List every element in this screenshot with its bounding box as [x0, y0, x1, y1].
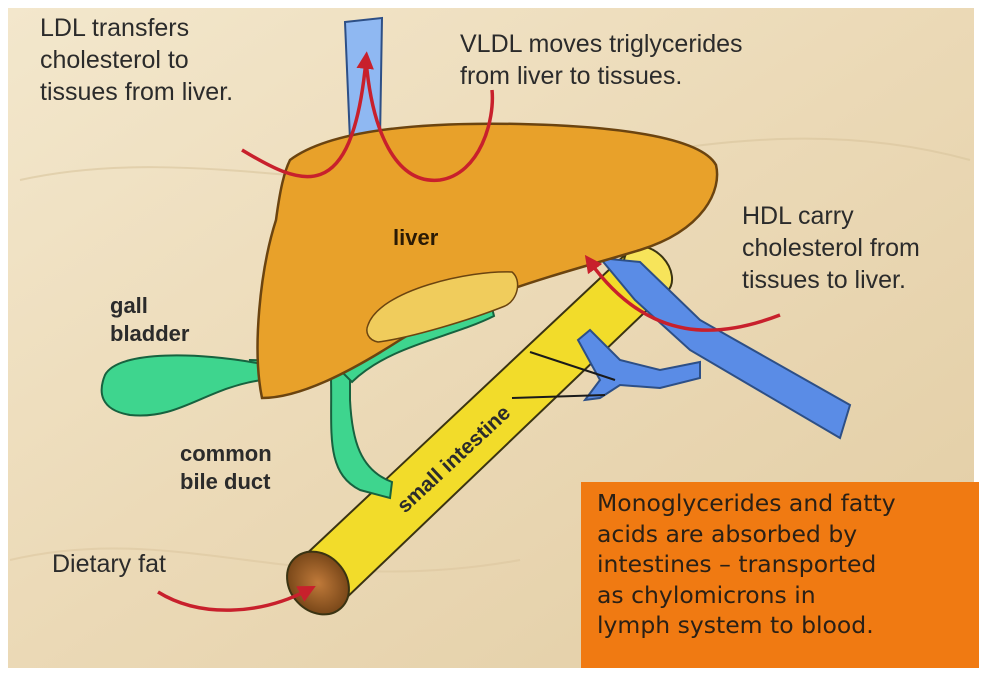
- vldl-label: VLDL moves triglycerides from liver to t…: [460, 28, 743, 92]
- liver-label: liver: [393, 224, 438, 252]
- gall-bladder-label: gall bladder: [110, 292, 189, 348]
- chylomicron-note-text: Monoglycerides and fatty acids are absor…: [597, 488, 971, 641]
- chylomicron-note-box: Monoglycerides and fatty acids are absor…: [581, 482, 979, 668]
- hdl-label: HDL carry cholesterol from tissues to li…: [742, 200, 920, 296]
- dietary-fat-label: Dietary fat: [52, 548, 166, 580]
- ldl-label: LDL transfers cholesterol to tissues fro…: [40, 12, 233, 108]
- common-bile-duct-label: common bile duct: [180, 440, 272, 496]
